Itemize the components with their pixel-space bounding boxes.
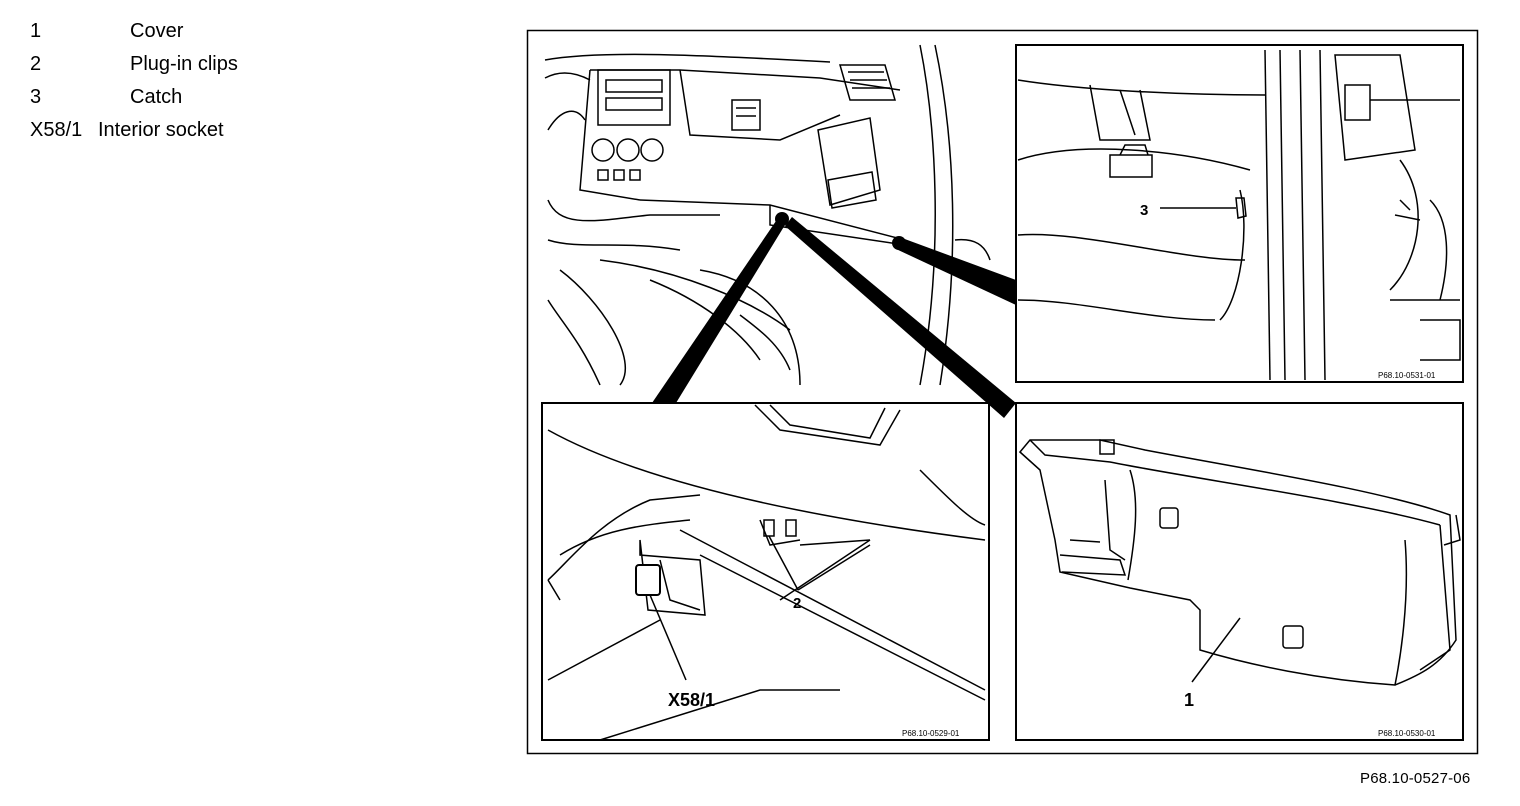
legend-row-interior-socket: X58/1 Interior socket (30, 117, 430, 150)
legend-number: 3 (30, 86, 42, 108)
legend-row-cover: 1 Cover (30, 18, 430, 51)
cover-detail-panel: 1 P68.10-0530-01 (1015, 402, 1464, 741)
leader-to-socket-panel (652, 220, 788, 403)
figure-frame (526, 29, 1479, 755)
legend-row-catch: 3 Catch (30, 84, 430, 117)
legend-label: Catch (130, 86, 183, 108)
plug-in-clip-shape (785, 519, 797, 537)
legend-label: Plug-in clips (130, 53, 238, 75)
socket-detail-panel: X58/1 2 P68.10-0529-01 (541, 402, 990, 741)
socket-panel-code: P68.10-0529-01 (902, 729, 960, 738)
clips-callout-label: 2 (793, 595, 801, 612)
legend-label: Cover (130, 20, 184, 42)
legend-number: 2 (30, 53, 42, 75)
clips-callout-line (797, 544, 871, 591)
legend-number: X58/1 (30, 119, 83, 141)
cover-callout-line (1191, 617, 1241, 683)
interior-socket-shape (635, 564, 661, 596)
catch-shape (1235, 197, 1247, 219)
figure-code: P68.10-0527-06 (1360, 770, 1471, 787)
cover-callout-label: 1 (1184, 690, 1194, 710)
socket-callout-line (649, 594, 687, 681)
leader-to-catch-panel (896, 238, 1016, 305)
cover-panel-code: P68.10-0530-01 (1378, 729, 1436, 738)
legend-number: 1 (30, 20, 42, 42)
legend-row-plug-in-clips: 2 Plug-in clips (30, 51, 430, 84)
leader-to-cover-panel (785, 217, 1016, 418)
catch-callout-label: 3 (1140, 202, 1148, 219)
leader-lines (652, 212, 1016, 418)
legend-label: Interior socket (98, 119, 224, 141)
legend: 1 Cover 2 Plug-in clips 3 Catch X58/1 In… (30, 18, 430, 150)
socket-callout-label: X58/1 (668, 690, 715, 710)
catch-detail-panel: 3 P68.10-0531-01 (1015, 44, 1464, 383)
clips-callout-line (768, 535, 799, 591)
catch-panel-code: P68.10-0531-01 (1378, 371, 1436, 380)
